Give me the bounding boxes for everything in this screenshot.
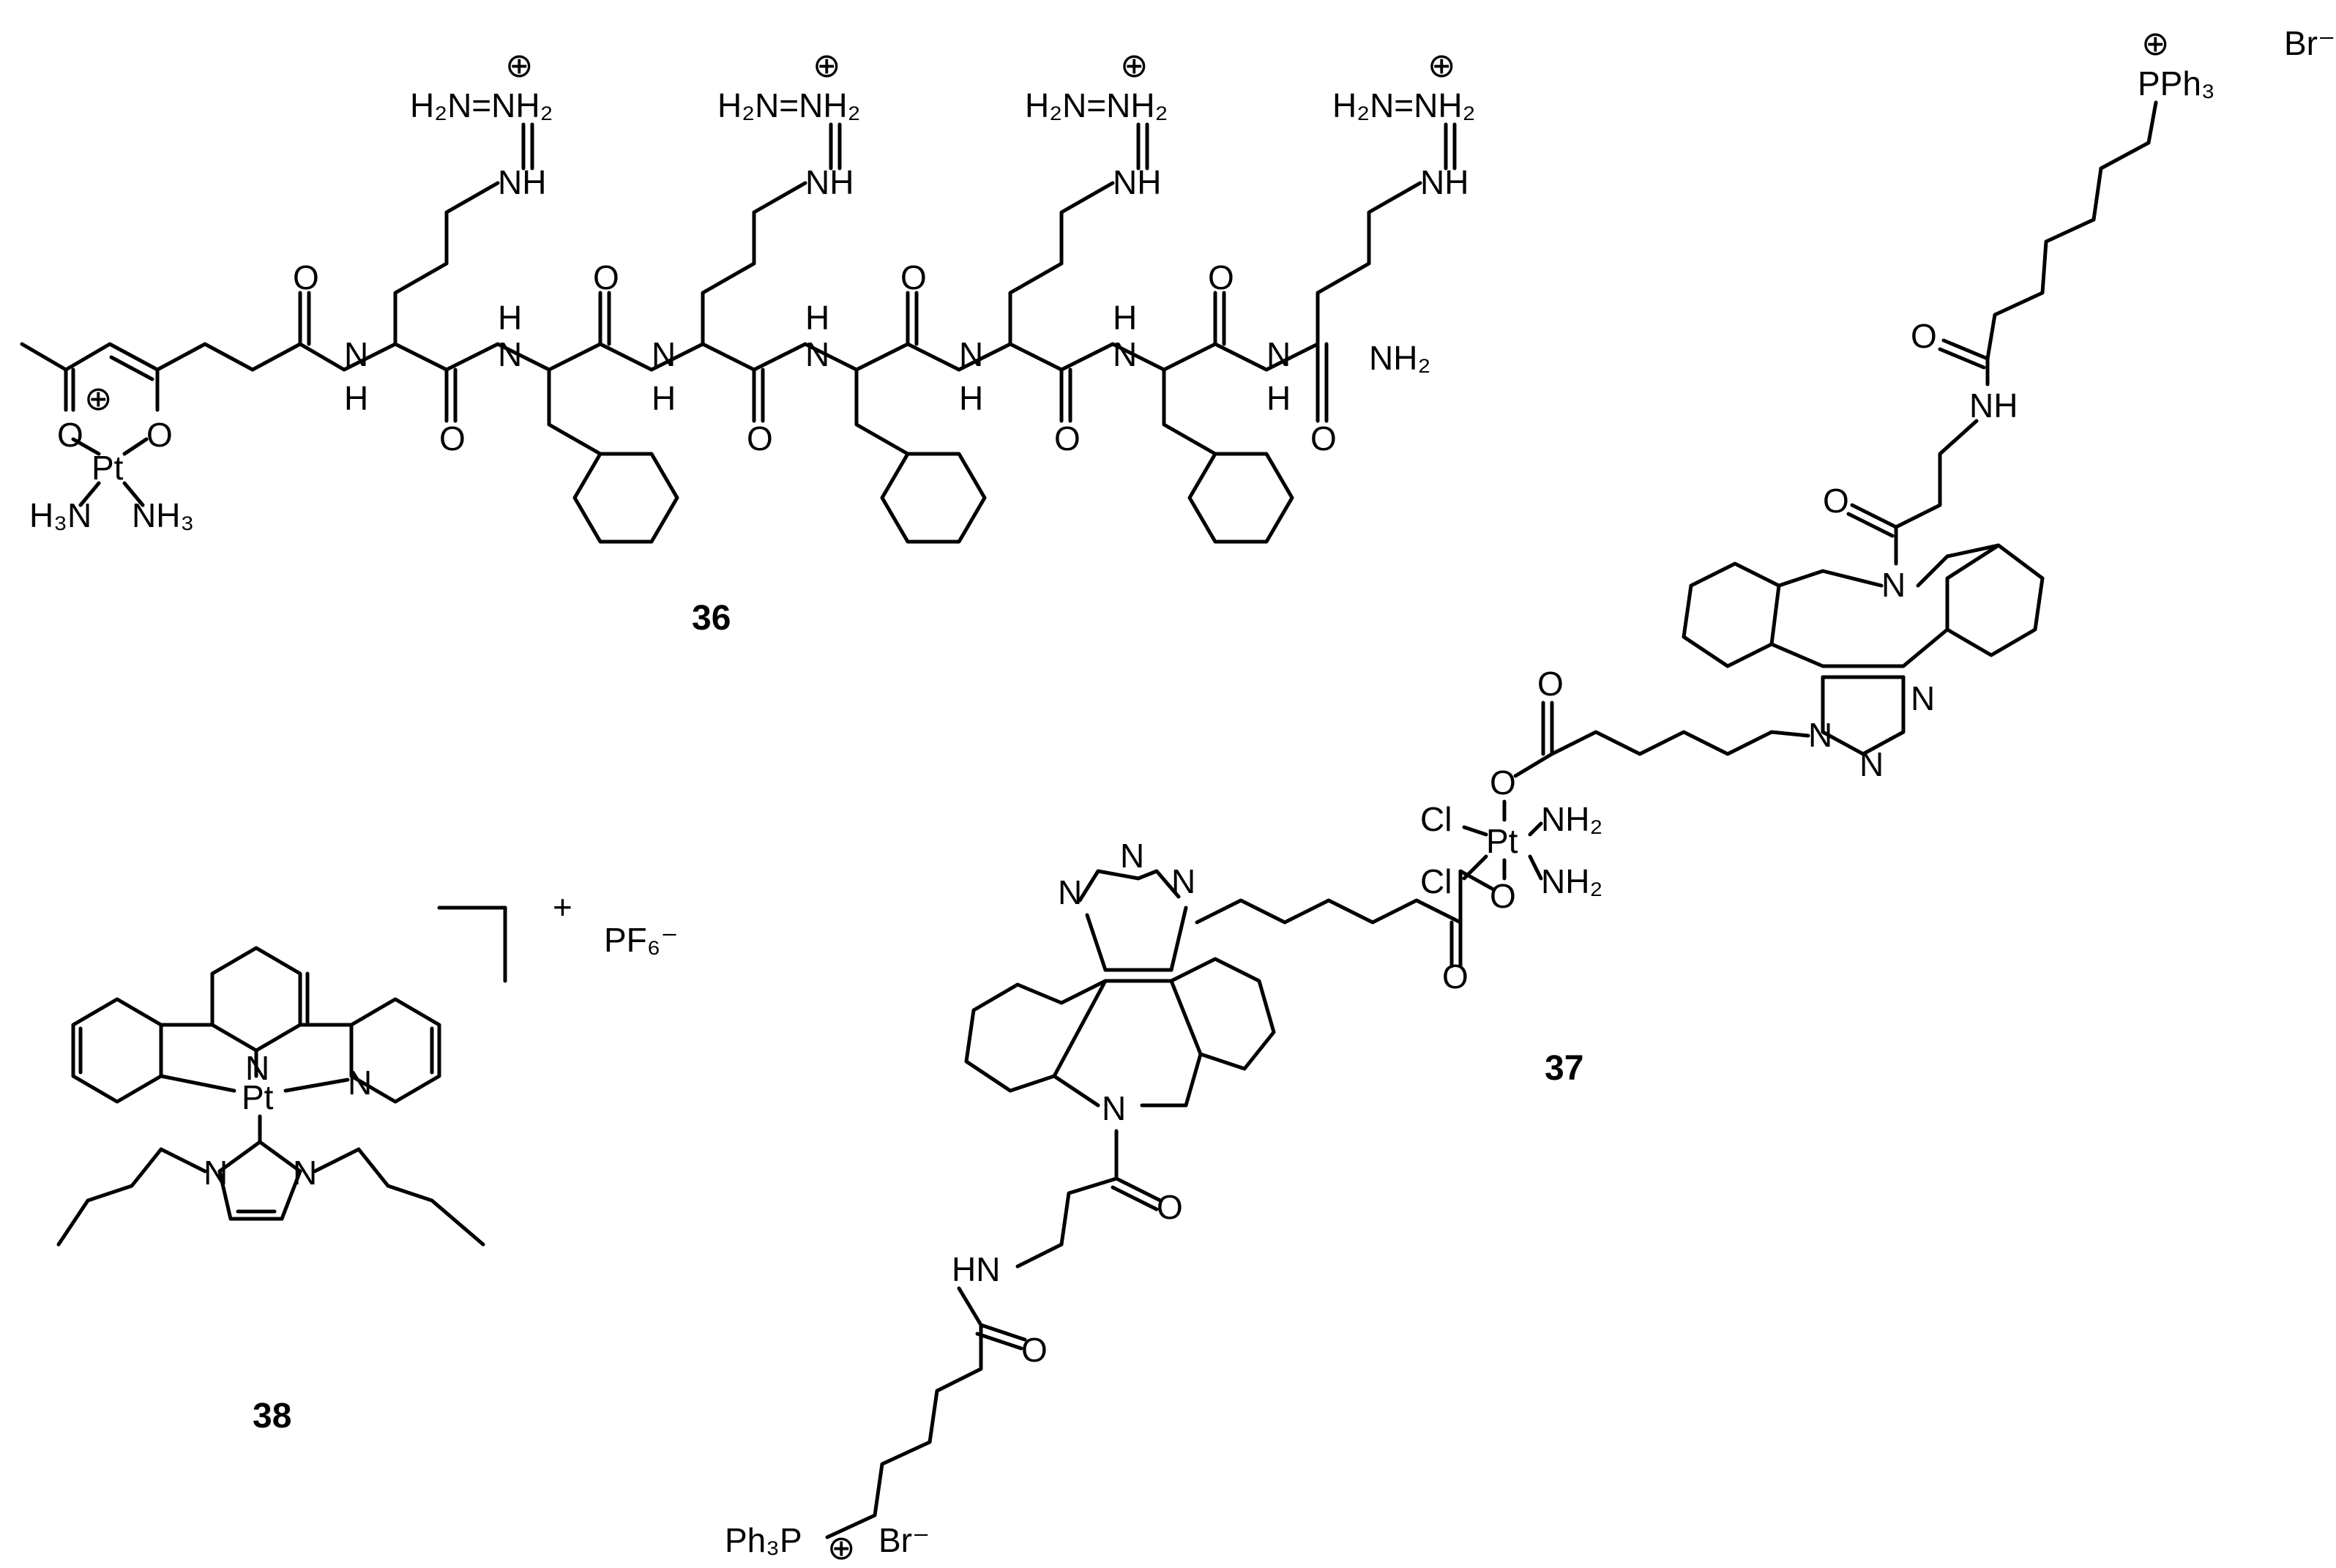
- atom-pph3: PPh₃: [2138, 64, 2215, 102]
- atom-o: O: [1823, 482, 1849, 520]
- compound-37: PPh₃ ⊕ Br⁻ O NH O N N N N: [725, 24, 2335, 1567]
- atom-o: O: [1310, 419, 1337, 458]
- charge-plus: ⊕: [827, 1528, 856, 1567]
- atom-nh: NH: [1969, 387, 2018, 425]
- atom-nh3: NH₃: [132, 496, 194, 534]
- compound-label-37: 37: [1545, 1049, 1583, 1088]
- compound-label-36: 36: [692, 599, 731, 638]
- compound-36: O ⊕ O Pt H₃N NH₃ O O O O O O O: [20, 46, 1475, 638]
- charge-plus: ⊕: [2141, 24, 2170, 62]
- atom-n: N: [1808, 716, 1832, 754]
- atom-cl: Cl: [1420, 862, 1452, 900]
- atom-h: H: [805, 299, 829, 337]
- cyclohexyl-side-chains-36: [547, 367, 1294, 544]
- atom-cl: Cl: [1420, 800, 1452, 838]
- atom-nh: NH: [1420, 163, 1469, 201]
- atom-n: N: [1120, 837, 1144, 875]
- atom-h: H: [1113, 299, 1137, 337]
- atom-pt: Pt: [242, 1078, 274, 1116]
- atom-nh: NH: [498, 163, 546, 201]
- lower-arm-37: O N N N N O HN O Ph₃P ⊕ Br⁻: [725, 837, 1496, 1567]
- atom-n: N: [245, 1049, 269, 1087]
- atom-pt: Pt: [92, 449, 124, 487]
- atom-n: N: [1881, 566, 1906, 604]
- atom-o: O: [1208, 258, 1234, 296]
- pt-center-37: Pt Cl Cl NH₂ NH₂ O: [1420, 800, 1602, 915]
- atom-o: O: [1537, 665, 1564, 703]
- pt-chelate-36: O ⊕ O Pt H₃N NH₃: [20, 342, 302, 534]
- atom-terminal-amide: NH₂: [1369, 339, 1430, 377]
- compound-label-38: 38: [253, 1397, 291, 1436]
- atom-o: O: [1021, 1331, 1048, 1369]
- atom-h: H: [498, 299, 522, 337]
- atom-h: H: [959, 379, 983, 417]
- atom-n: N: [652, 335, 676, 373]
- atom-guanidinium: H₂N=NH₂: [1332, 86, 1475, 124]
- atom-o: O: [293, 258, 319, 296]
- atom-o: O: [747, 419, 773, 458]
- atom-o: O: [1490, 877, 1516, 915]
- atom-guanidinium: H₂N=NH₂: [1025, 86, 1168, 124]
- compound-38: N Pt N N N + PF₆⁻ 38: [56, 888, 679, 1436]
- atom-br: Br⁻: [878, 1521, 930, 1559]
- atom-hn: HN: [952, 1250, 1000, 1288]
- arginine-side-chains-36: NH NH NH NH H₂N=NH₂ H₂N=NH₂ H₂N=NH₂ H₂N=…: [393, 46, 1475, 346]
- atom-n: N: [1266, 335, 1291, 373]
- atom-n: N: [293, 1154, 317, 1192]
- atom-n: N: [344, 335, 368, 373]
- atom-br: Br⁻: [2284, 24, 2335, 62]
- charge-plus: ⊕: [813, 46, 841, 84]
- atom-o: O: [900, 258, 927, 296]
- atom-n: N: [348, 1064, 372, 1102]
- charge-plus: ⊕: [84, 379, 113, 417]
- charge-plus: ⊕: [505, 46, 534, 84]
- upper-arm-37: PPh₃ ⊕ Br⁻ O NH O N N N N: [1490, 24, 2335, 822]
- atom-ph3p: Ph₃P: [725, 1521, 802, 1559]
- atom-o: O: [1911, 317, 1937, 355]
- atom-h3n: H₃N: [29, 496, 92, 534]
- atom-h: H: [344, 379, 368, 417]
- atom-guanidinium: H₂N=NH₂: [410, 86, 553, 124]
- atom-n: N: [204, 1154, 228, 1192]
- charge-plus: ⊕: [1428, 46, 1456, 84]
- atom-guanidinium: H₂N=NH₂: [717, 86, 860, 124]
- atom-nh: NH: [805, 163, 854, 201]
- atom-h: H: [1266, 379, 1291, 417]
- atom-n: N: [1911, 679, 1935, 717]
- atom-n: N: [1859, 745, 1884, 783]
- atom-o: O: [146, 416, 173, 454]
- atom-n: N: [498, 335, 522, 373]
- atom-o: O: [1442, 957, 1469, 996]
- atom-n: N: [1058, 873, 1082, 911]
- peptide-backbone-36: O O O O O O O O N H H N N H H N N H H N …: [293, 258, 1430, 458]
- atom-pt: Pt: [1486, 822, 1518, 860]
- atom-n: N: [959, 335, 983, 373]
- atom-o: O: [1054, 419, 1081, 458]
- atom-o: O: [1490, 764, 1516, 802]
- charge-plus: ⊕: [1120, 46, 1149, 84]
- atom-nh2: NH₂: [1541, 862, 1602, 900]
- atom-counterion: PF₆⁻: [604, 921, 679, 959]
- atom-n: N: [805, 335, 829, 373]
- atom-o: O: [1157, 1188, 1183, 1226]
- atom-n: N: [1113, 335, 1137, 373]
- charge-plus: +: [553, 888, 572, 926]
- atom-n: N: [1102, 1089, 1126, 1127]
- atom-nh: NH: [1113, 163, 1161, 201]
- atom-o: O: [593, 258, 619, 296]
- atom-o: O: [57, 416, 83, 454]
- atom-h: H: [652, 379, 676, 417]
- atom-o: O: [439, 419, 466, 458]
- atom-nh2: NH₂: [1541, 800, 1602, 838]
